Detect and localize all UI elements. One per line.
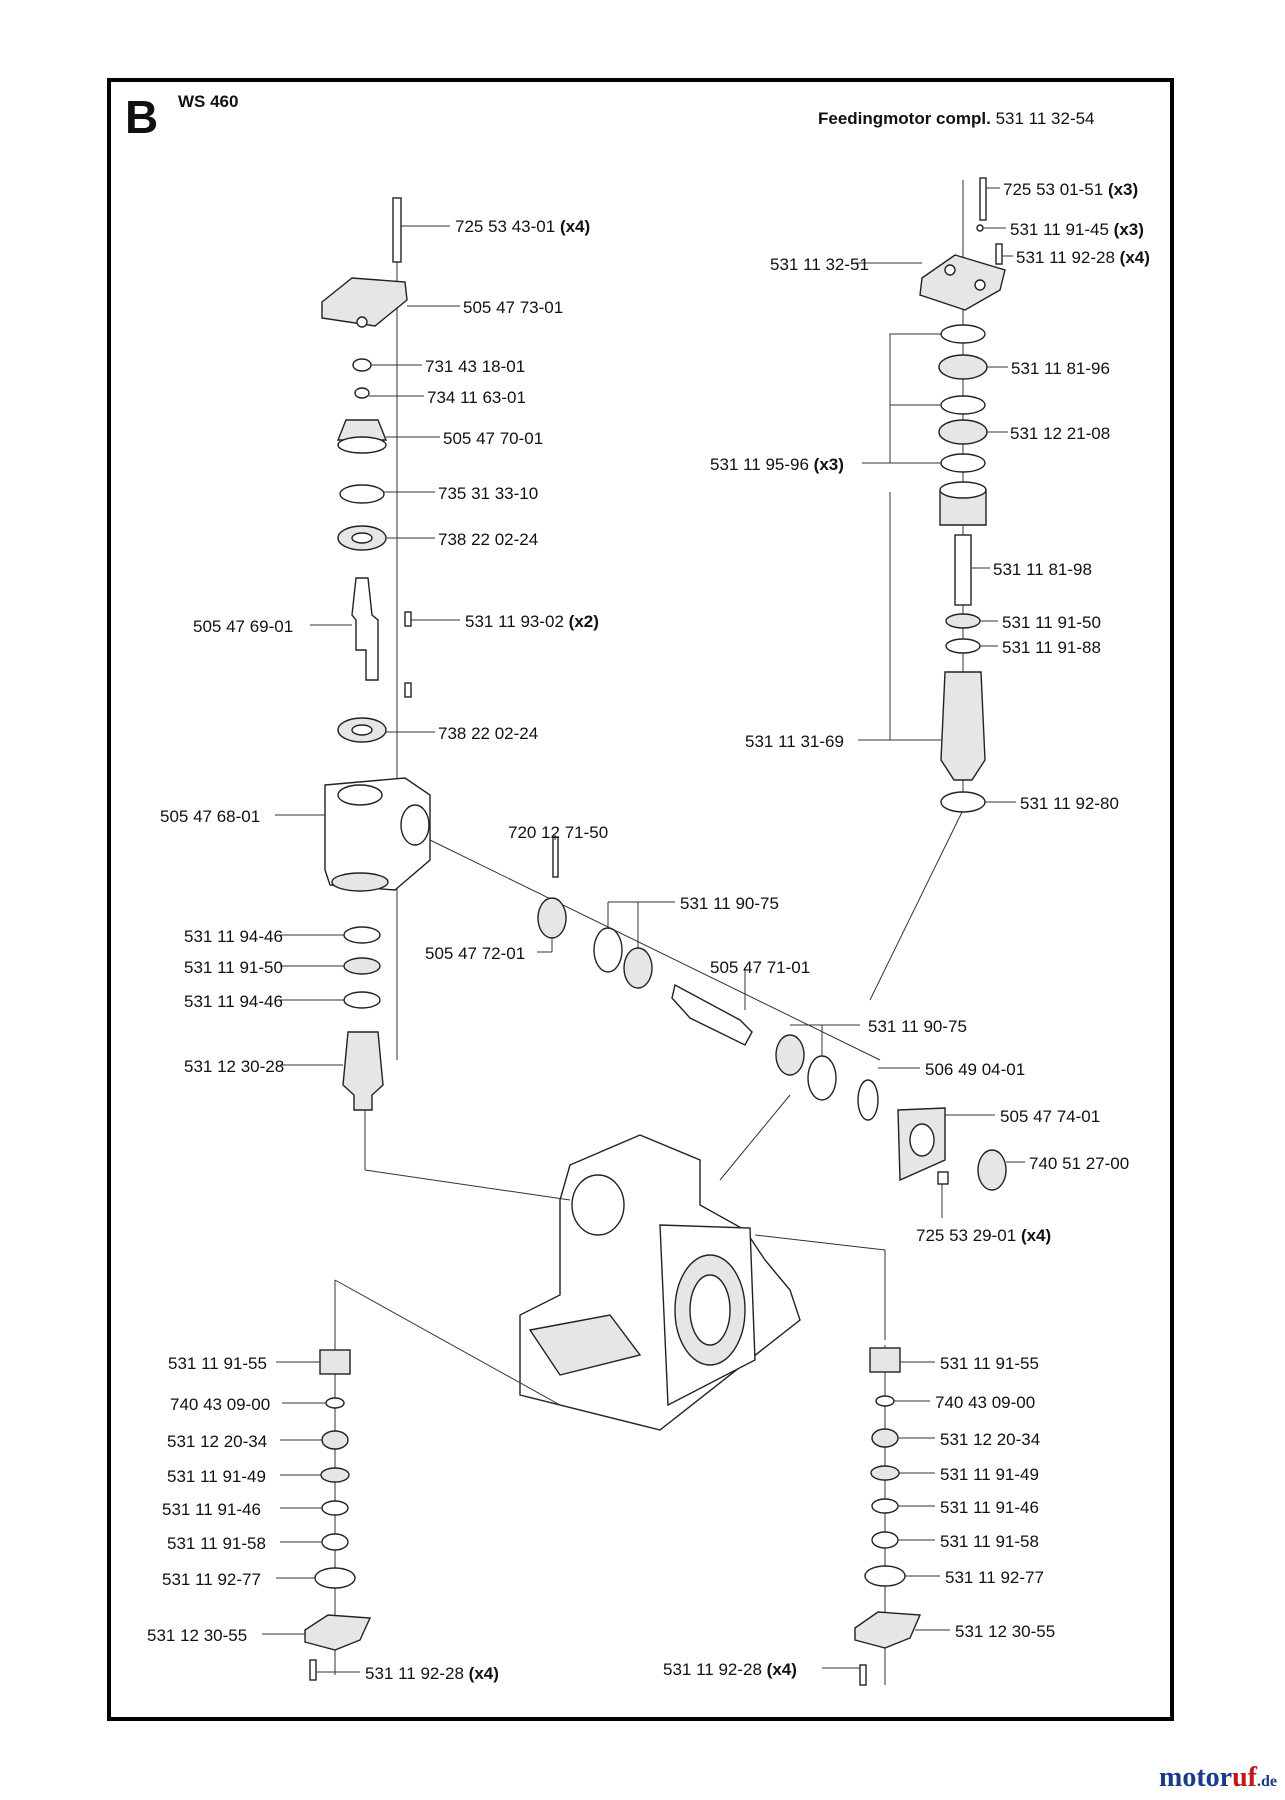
lower-right-stack — [854, 1345, 922, 1686]
part-label: 531 12 30-55 — [955, 1622, 1055, 1641]
part-label: 531 11 91-46 — [162, 1500, 261, 1519]
lower-left-stack — [304, 1349, 372, 1681]
assembly-label: Feedingmotor compl. — [818, 109, 991, 128]
part-label: 738 22 02-24 — [438, 724, 538, 743]
part-label: 531 11 92-77 — [162, 1570, 261, 1589]
part-label: 735 31 33-10 — [438, 484, 538, 503]
part-label: 740 51 27-00 — [1029, 1154, 1129, 1173]
part-label: 740 43 09-00 — [170, 1395, 270, 1414]
part-label: 531 11 90-75 — [680, 894, 779, 913]
part-label: 531 11 92-28 (x4) — [365, 1664, 499, 1683]
part-label: 531 11 92-28 (x4) — [1016, 248, 1150, 267]
part-label: 531 11 90-75 — [868, 1017, 967, 1036]
part-label: 531 11 91-46 — [940, 1498, 1039, 1517]
part-label: 738 22 02-24 — [438, 530, 538, 549]
part-label: 506 49 04-01 — [925, 1060, 1025, 1079]
part-labels: 725 53 43-01 (x4) 505 47 73-01 731 43 18… — [147, 180, 1150, 1683]
part-label: 531 11 94-46 — [184, 992, 283, 1011]
part-label: 531 12 21-08 — [1010, 424, 1110, 443]
part-label: 531 12 20-34 — [940, 1430, 1040, 1449]
part-label: 531 11 91-88 — [1002, 638, 1101, 657]
rotor — [938, 354, 988, 380]
part-label: 531 11 91-55 — [168, 1354, 267, 1373]
part-label: 731 43 18-01 — [425, 357, 525, 376]
cover — [321, 277, 408, 327]
part-label: 531 11 91-49 — [940, 1465, 1039, 1484]
assembly-number: 531 11 32-54 — [995, 109, 1095, 128]
part-label: 505 47 69-01 — [193, 617, 293, 636]
part-label: 725 53 43-01 (x4) — [455, 217, 590, 236]
part-label: 531 11 91-50 — [1002, 613, 1101, 632]
main-housing — [334, 1094, 886, 1431]
part-label: 505 47 71-01 — [710, 958, 810, 977]
part-label: 531 11 81-96 — [1011, 359, 1110, 378]
part-label: 531 11 93-02 (x2) — [465, 612, 599, 631]
sleeve — [342, 1031, 384, 1111]
drive-shaft — [954, 534, 972, 606]
part-label: 531 12 30-28 — [184, 1057, 284, 1076]
part-label: 734 11 63-01 — [427, 388, 526, 407]
part-label: 720 12 71-50 — [508, 823, 608, 842]
horizontal-shaft-parts — [429, 836, 1007, 1191]
part-label: 531 11 94-46 — [184, 927, 283, 946]
part-label: 725 53 01-51 (x3) — [1003, 180, 1138, 199]
part-label: 531 11 95-96 (x3) — [710, 455, 844, 474]
part-label: 725 53 29-01 (x4) — [916, 1226, 1051, 1245]
part-label: 531 11 91-58 — [167, 1534, 266, 1553]
part-label: 505 47 74-01 — [1000, 1107, 1100, 1126]
assembly-title: Feedingmotor compl. 531 11 32-54 — [818, 109, 1095, 129]
part-label: 505 47 70-01 — [443, 429, 543, 448]
bearing-flange — [304, 1614, 372, 1651]
right-stack-parts — [919, 177, 1006, 813]
part-label: 505 47 73-01 — [463, 298, 563, 317]
model-name: WS 460 — [178, 92, 239, 111]
part-label: 531 11 91-50 — [184, 958, 283, 977]
part-label: 531 11 91-45 (x3) — [1010, 220, 1144, 239]
part-label: 531 11 92-77 — [945, 1568, 1044, 1587]
pinion — [537, 897, 567, 939]
part-label: 531 12 30-55 — [147, 1626, 247, 1645]
part-label: 531 12 20-34 — [167, 1432, 267, 1451]
bolt — [392, 197, 402, 263]
part-label: 531 11 91-49 — [167, 1467, 266, 1486]
diagram-frame — [107, 78, 1174, 1721]
shaft — [351, 577, 379, 681]
spur-shaft — [671, 983, 753, 1046]
part-label: 531 11 92-80 — [1020, 794, 1119, 813]
part-label: 740 43 09-00 — [935, 1393, 1035, 1412]
motor-cover — [919, 254, 1006, 311]
part-label: 531 11 91-55 — [940, 1354, 1039, 1373]
part-label: 531 11 81-98 — [993, 560, 1092, 579]
callout-leaders — [262, 187, 1025, 1673]
motor-sleeve — [940, 671, 986, 781]
needle-bearing — [319, 1349, 351, 1375]
part-label: 505 47 72-01 — [425, 944, 525, 963]
section-letter: B — [125, 91, 159, 143]
part-label: 505 47 68-01 — [160, 807, 260, 826]
left-stack-parts — [321, 197, 431, 1111]
part-label: 531 11 91-58 — [940, 1532, 1039, 1551]
part-label: 531 11 92-28 (x4) — [663, 1660, 797, 1679]
watermark-logo: motoruf.de — [1159, 1762, 1277, 1793]
part-label: 531 11 32-51 — [770, 255, 869, 274]
gear-housing — [324, 777, 431, 891]
part-label: 531 11 31-69 — [745, 732, 844, 751]
